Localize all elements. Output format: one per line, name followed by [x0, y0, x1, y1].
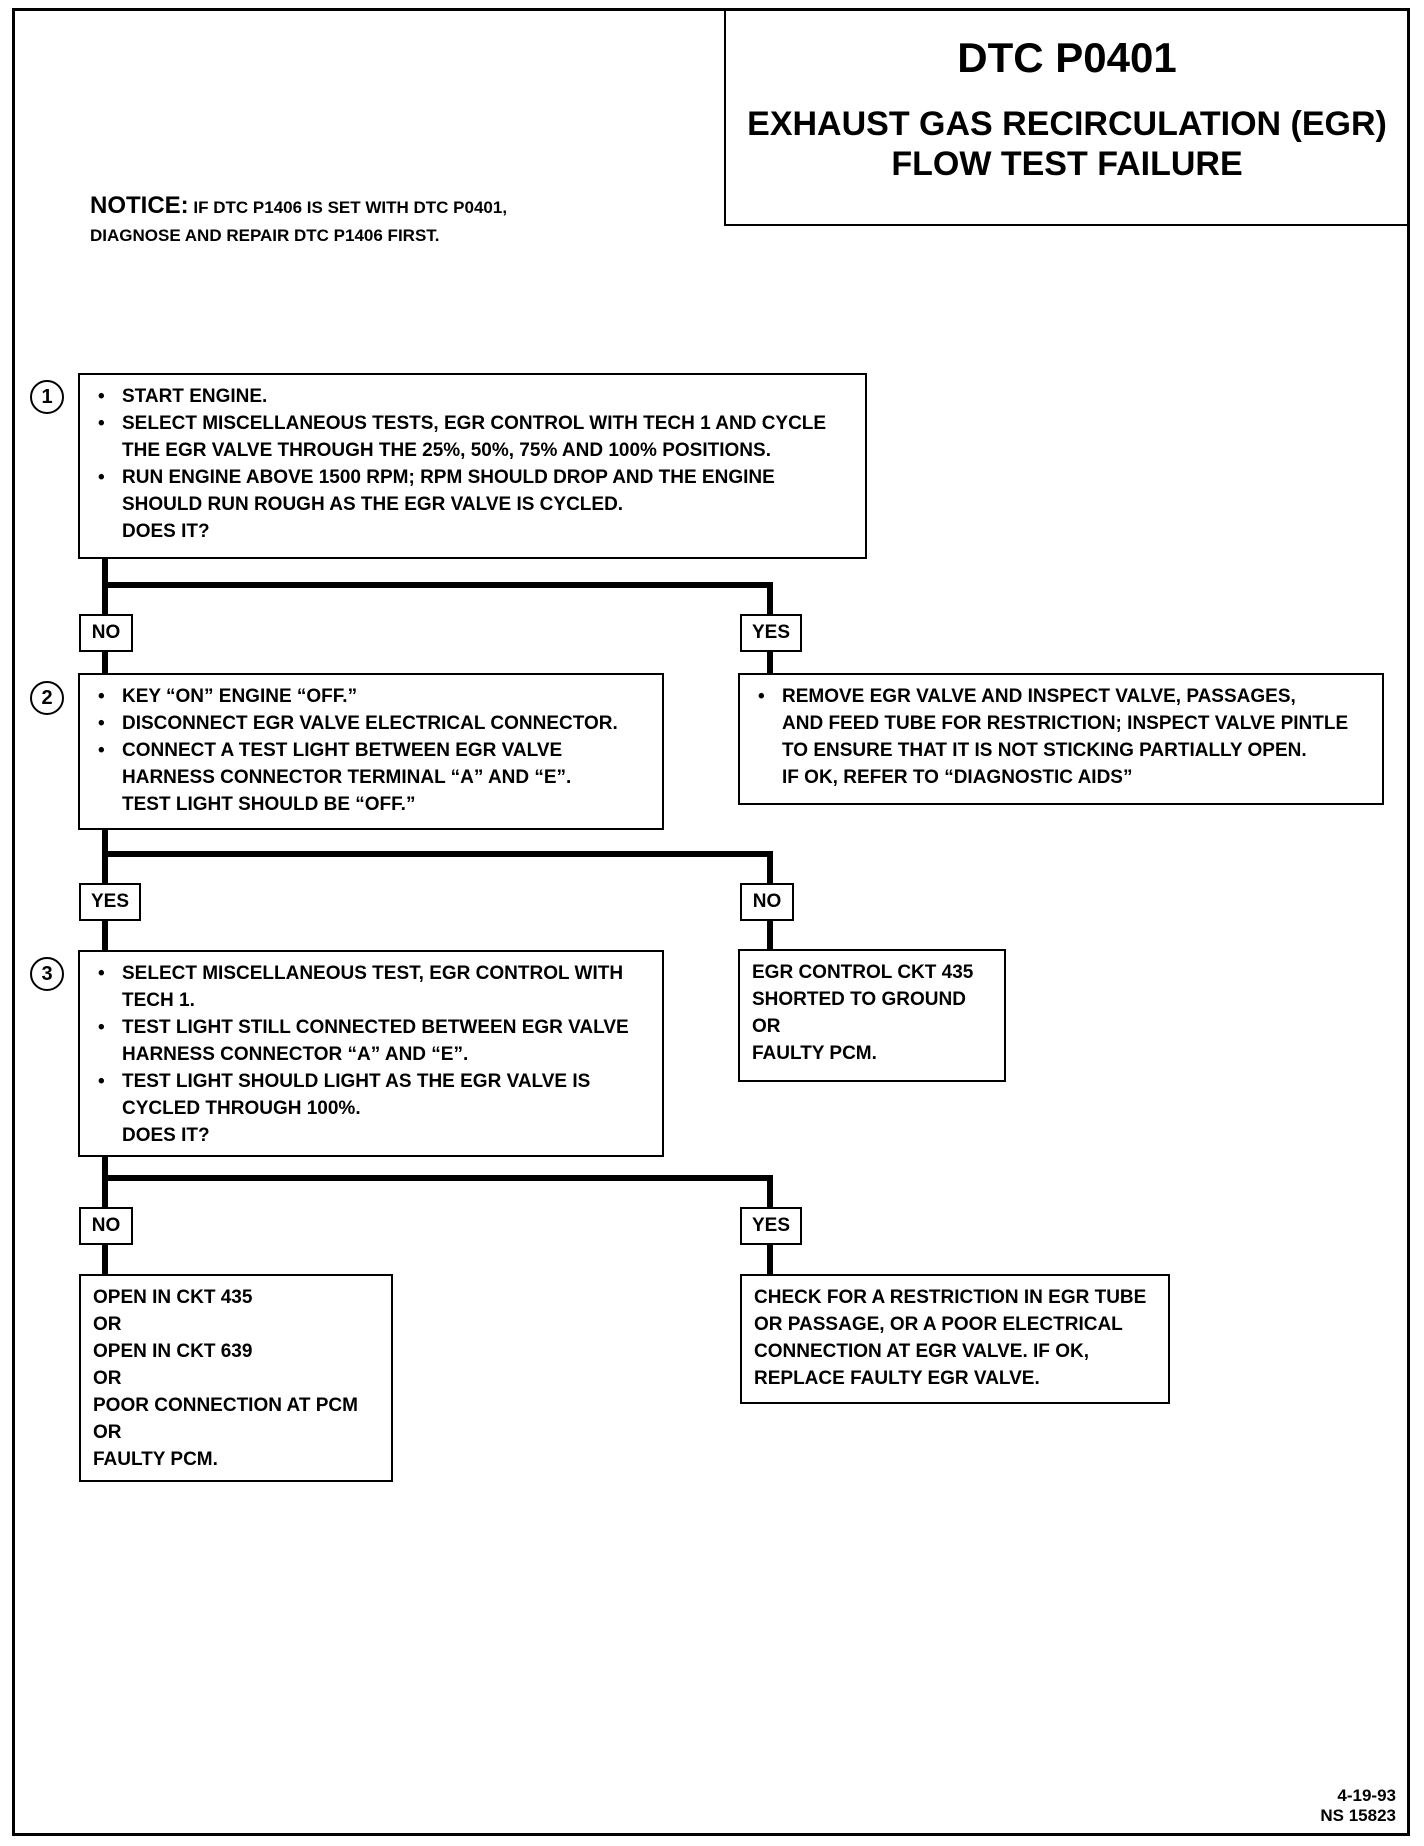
step-2-no-line-1: EGR CONTROL CKT 435: [752, 962, 974, 983]
footer: 4-19-93 NS 15823: [1320, 1786, 1396, 1826]
connector-3-horizontal: [102, 1175, 773, 1181]
step-3-item: SELECT MISCELLANEOUS TEST, EGR CONTROL W…: [92, 960, 650, 1014]
branch-3-no-label: NO: [79, 1207, 133, 1245]
notice: NOTICE: IF DTC P1406 IS SET WITH DTC P04…: [90, 188, 507, 254]
step-3-no-line-6: OR: [93, 1422, 122, 1443]
step-2-item-3-line-2: HARNESS CONNECTOR TERMINAL “A” AND “E”.: [122, 767, 572, 788]
step-3-item-1-line-2: TECH 1.: [122, 990, 195, 1011]
step-1-yes-line-1: REMOVE EGR VALVE AND INSPECT VALVE, PASS…: [782, 686, 1296, 707]
step-1-yes-line-4: IF OK, REFER TO “DIAGNOSTIC AIDS”: [782, 767, 1133, 788]
step-1-question: DOES IT?: [122, 521, 210, 542]
step-2-marker: 2: [30, 681, 64, 715]
connector-1-left-stem: [102, 559, 108, 617]
step-3-item-2-line-2: HARNESS CONNECTOR “A” AND “E”.: [122, 1044, 469, 1065]
step-3-box: SELECT MISCELLANEOUS TEST, EGR CONTROL W…: [78, 950, 664, 1157]
step-1-marker: 1: [30, 380, 64, 414]
step-2-item-1-line-1: KEY “ON” ENGINE “OFF.”: [122, 686, 358, 707]
notice-text1: IF DTC P1406 IS SET WITH DTC P0401,: [193, 198, 508, 217]
step-3-yes-result: CHECK FOR A RESTRICTION IN EGR TUBE OR P…: [740, 1274, 1170, 1404]
step-1-item: SELECT MISCELLANEOUS TESTS, EGR CONTROL …: [92, 410, 853, 464]
step-3-no-line-3: OPEN IN CKT 639: [93, 1341, 253, 1362]
step-3-no-line-5: POOR CONNECTION AT PCM: [93, 1395, 358, 1416]
step-3-no-line-1: OPEN IN CKT 435: [93, 1287, 253, 1308]
connector-1-left-down: [102, 652, 108, 675]
branch-1-no-label: NO: [79, 614, 133, 652]
step-2-item: DISCONNECT EGR VALVE ELECTRICAL CONNECTO…: [92, 710, 650, 737]
step-3-yes-line-2: OR PASSAGE, OR A POOR ELECTRICAL: [754, 1314, 1123, 1335]
step-1-yes-list: REMOVE EGR VALVE AND INSPECT VALVE, PASS…: [752, 683, 1370, 791]
step-2-list: KEY “ON” ENGINE “OFF.” DISCONNECT EGR VA…: [92, 683, 650, 791]
connector-3-left-stem: [102, 1157, 108, 1209]
step-3-yes-line-4: REPLACE FAULTY EGR VALVE.: [754, 1368, 1040, 1389]
step-3-no-line-4: OR: [93, 1368, 122, 1389]
step-1-yes-line-3: TO ENSURE THAT IT IS NOT STICKING PARTIA…: [782, 740, 1307, 761]
notice-lead: NOTICE:: [90, 192, 189, 219]
step-1-item: START ENGINE.: [92, 383, 853, 410]
step-1-item-1-line-1: START ENGINE.: [122, 386, 268, 407]
dtc-title-line2: FLOW TEST FAILURE: [891, 145, 1243, 183]
step-3-item-1-line-1: SELECT MISCELLANEOUS TEST, EGR CONTROL W…: [122, 963, 624, 984]
step-3-no-result: OPEN IN CKT 435 OR OPEN IN CKT 639 OR PO…: [79, 1274, 393, 1482]
connector-2-left-stem: [102, 830, 108, 885]
step-1-item-3-line-2: SHOULD RUN ROUGH AS THE EGR VALVE IS CYC…: [122, 494, 624, 515]
step-2-item: KEY “ON” ENGINE “OFF.”: [92, 683, 650, 710]
branch-2-no-label: NO: [740, 883, 794, 921]
connector-2-right-down: [767, 921, 773, 951]
title-block: DTC P0401 EXHAUST GAS RECIRCULATION (EGR…: [724, 8, 1410, 226]
dtc-title: EXHAUST GAS RECIRCULATION (EGR) FLOW TES…: [726, 104, 1408, 184]
step-2-box: KEY “ON” ENGINE “OFF.” DISCONNECT EGR VA…: [78, 673, 664, 830]
step-1-yes-result: REMOVE EGR VALVE AND INSPECT VALVE, PASS…: [738, 673, 1384, 805]
step-3-marker: 3: [30, 957, 64, 991]
step-1-item-3-line-1: RUN ENGINE ABOVE 1500 RPM; RPM SHOULD DR…: [122, 467, 775, 488]
step-3-item-3-line-2: CYCLED THROUGH 100%.: [122, 1098, 361, 1119]
connector-3-left-down: [102, 1245, 108, 1276]
connector-2-right-stem: [767, 851, 773, 885]
connector-3-right-stem: [767, 1175, 773, 1209]
notice-line2: DIAGNOSE AND REPAIR DTC P1406 FIRST.: [90, 226, 440, 245]
dtc-code: DTC P0401: [957, 34, 1177, 81]
step-2-no-result: EGR CONTROL CKT 435 SHORTED TO GROUND OR…: [738, 949, 1006, 1082]
notice-line1: NOTICE: IF DTC P1406 IS SET WITH DTC P04…: [90, 188, 507, 226]
step-1-box: START ENGINE. SELECT MISCELLANEOUS TESTS…: [78, 373, 867, 559]
step-3-item-2-line-1: TEST LIGHT STILL CONNECTED BETWEEN EGR V…: [122, 1017, 629, 1038]
connector-1-right-down: [767, 652, 773, 675]
step-1-item-2-line-2: THE EGR VALVE THROUGH THE 25%, 50%, 75% …: [122, 440, 771, 461]
step-2-item-2-line-1: DISCONNECT EGR VALVE ELECTRICAL CONNECTO…: [122, 713, 618, 734]
step-2-no-line-3: OR: [752, 1016, 781, 1037]
connector-1-horizontal: [102, 582, 773, 588]
branch-3-yes-label: YES: [740, 1207, 802, 1245]
step-1-item-2-line-1: SELECT MISCELLANEOUS TESTS, EGR CONTROL …: [122, 413, 827, 434]
step-1-yes-item: REMOVE EGR VALVE AND INSPECT VALVE, PASS…: [752, 683, 1370, 791]
branch-2-yes-label: YES: [79, 883, 141, 921]
step-3-question: DOES IT?: [122, 1125, 210, 1146]
step-2-no-line-4: FAULTY PCM.: [752, 1043, 877, 1064]
step-3-item: TEST LIGHT SHOULD LIGHT AS THE EGR VALVE…: [92, 1068, 650, 1122]
connector-3-right-down: [767, 1245, 773, 1276]
step-3-no-line-7: FAULTY PCM.: [93, 1449, 218, 1470]
step-2-question: TEST LIGHT SHOULD BE “OFF.”: [122, 794, 416, 815]
connector-1-right-stem: [767, 582, 773, 617]
branch-1-yes-label: YES: [740, 614, 802, 652]
step-2-no-line-2: SHORTED TO GROUND: [752, 989, 966, 1010]
step-1-list: START ENGINE. SELECT MISCELLANEOUS TESTS…: [92, 383, 853, 518]
step-3-item-3-line-1: TEST LIGHT SHOULD LIGHT AS THE EGR VALVE…: [122, 1071, 591, 1092]
footer-ref: NS 15823: [1320, 1806, 1396, 1825]
step-3-yes-line-3: CONNECTION AT EGR VALVE. IF OK,: [754, 1341, 1089, 1362]
connector-2-horizontal: [102, 851, 773, 857]
step-1-item: RUN ENGINE ABOVE 1500 RPM; RPM SHOULD DR…: [92, 464, 853, 518]
connector-2-left-down: [102, 921, 108, 951]
step-2-item: CONNECT A TEST LIGHT BETWEEN EGR VALVE HA…: [92, 737, 650, 791]
step-3-list: SELECT MISCELLANEOUS TEST, EGR CONTROL W…: [92, 960, 650, 1122]
page-border: [12, 8, 1410, 1836]
footer-date: 4-19-93: [1337, 1786, 1396, 1805]
step-2-item-3-line-1: CONNECT A TEST LIGHT BETWEEN EGR VALVE: [122, 740, 563, 761]
step-3-yes-line-1: CHECK FOR A RESTRICTION IN EGR TUBE: [754, 1287, 1147, 1308]
step-3-no-line-2: OR: [93, 1314, 122, 1335]
step-3-item: TEST LIGHT STILL CONNECTED BETWEEN EGR V…: [92, 1014, 650, 1068]
dtc-title-line1: EXHAUST GAS RECIRCULATION (EGR): [747, 105, 1387, 143]
step-1-yes-line-2: AND FEED TUBE FOR RESTRICTION; INSPECT V…: [782, 713, 1349, 734]
